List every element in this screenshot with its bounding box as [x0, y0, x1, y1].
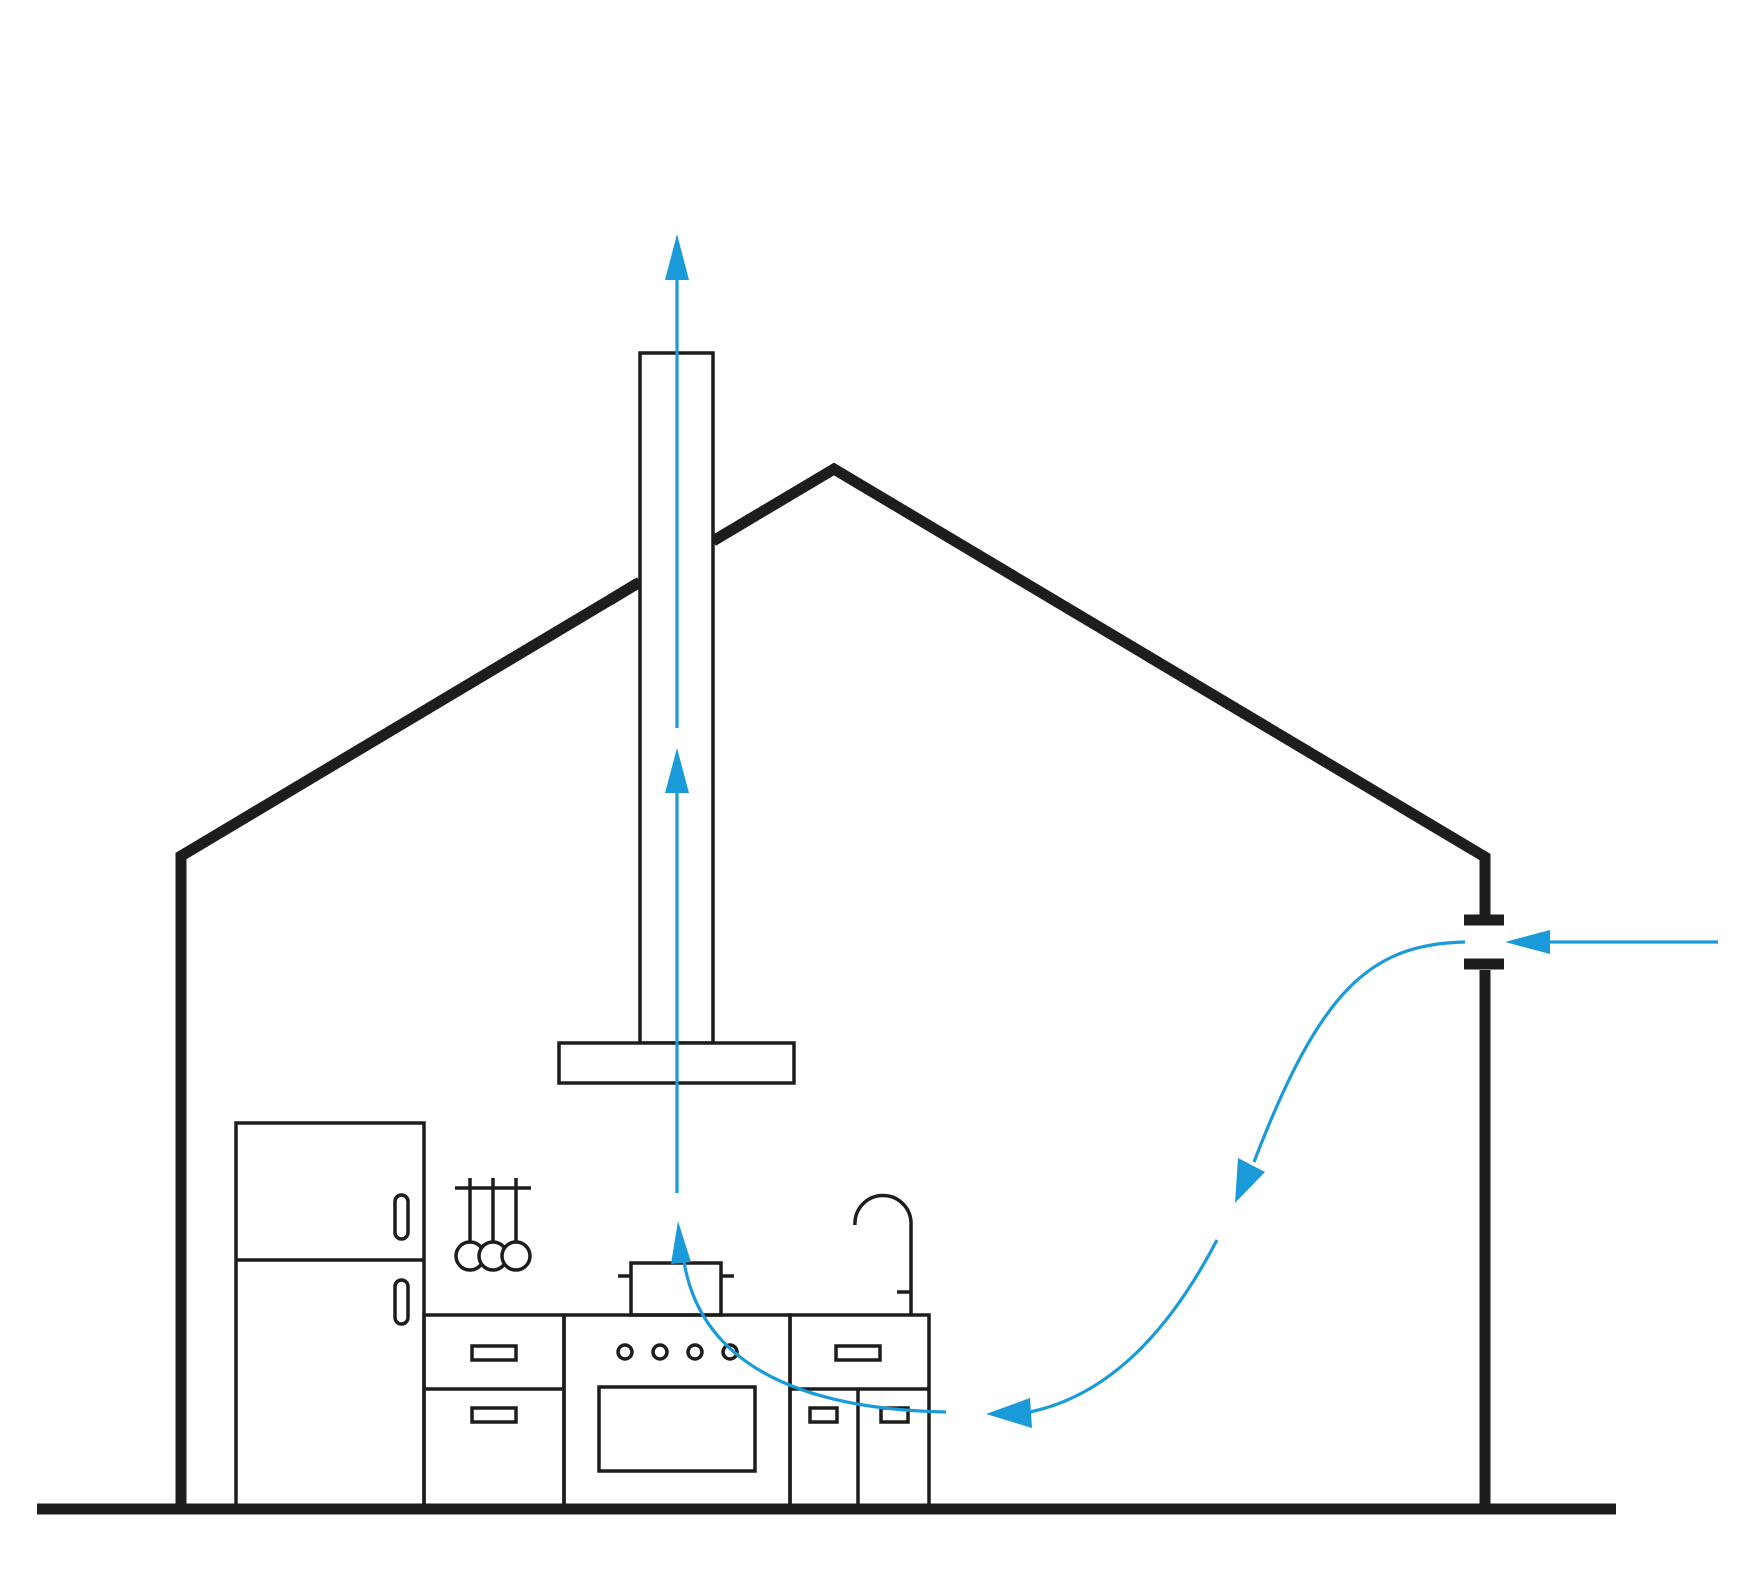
- airflow-indoor-arrowhead-1: [1235, 1158, 1265, 1203]
- left-cabinet-drawer-handle-top: [470, 1344, 518, 1362]
- left-cabinet: [422, 1313, 566, 1511]
- stove-oven-icon: [562, 1313, 792, 1511]
- faucet-icon: [853, 1193, 913, 1315]
- hanging-utensils-icon: [454, 1178, 532, 1272]
- stove-knob-3: [686, 1343, 704, 1361]
- pot-body: [629, 1261, 723, 1317]
- roof-chimney-left-edge: [607, 578, 641, 605]
- airflow-indoor-curve-2: [1029, 1239, 1219, 1414]
- airflow-hood-arrowhead: [665, 748, 689, 793]
- house-outline: [175, 462, 1491, 1509]
- refrigerator-icon: [234, 1121, 426, 1511]
- stove-knob-1: [616, 1343, 634, 1361]
- fridge-handle-top: [393, 1193, 410, 1241]
- airflow-stove-arrowhead: [671, 1221, 691, 1264]
- airflow-inlet-arrowhead: [1505, 930, 1550, 954]
- utensil-3-head: [500, 1240, 532, 1272]
- stove-knob-2: [651, 1343, 669, 1361]
- kitchen-cabinets: [422, 1313, 931, 1511]
- fridge-handle-bottom: [393, 1278, 410, 1326]
- house-roof-right: [710, 462, 1491, 915]
- house-left-wall-roof: [175, 577, 643, 1509]
- wall-air-inlet: [1464, 914, 1504, 970]
- airflow-exhaust-arrowhead: [665, 234, 689, 280]
- right-cabinet-drawer-handle-top: [834, 1344, 882, 1362]
- airflow-stove-curve: [681, 1254, 947, 1414]
- stove-knob-4: [721, 1343, 739, 1361]
- left-cabinet-drawer-handle-bottom: [470, 1406, 518, 1424]
- airflow-arrows: [665, 234, 1718, 1428]
- pot-icon: [618, 1261, 734, 1317]
- airflow-indoor-arrowhead-2: [986, 1398, 1032, 1428]
- airflow-indoor-curve-1: [1252, 940, 1466, 1163]
- right-cabinet-door-handle-left: [808, 1406, 839, 1424]
- oven-door: [597, 1385, 757, 1473]
- faucet-spout: [853, 1193, 913, 1315]
